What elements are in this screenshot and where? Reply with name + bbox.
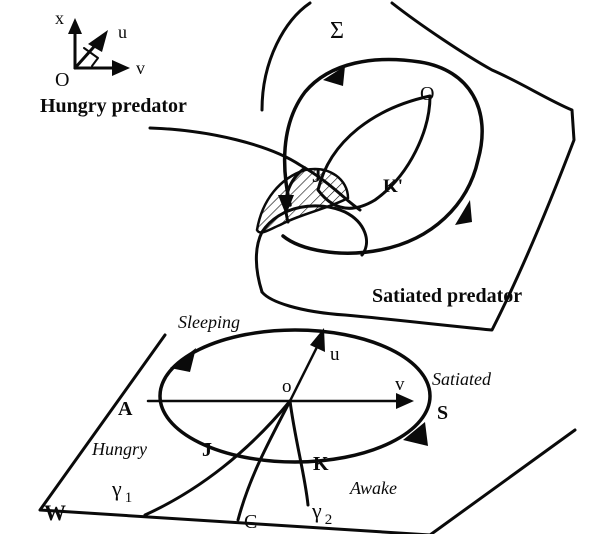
sigma-label: Σ <box>330 18 344 44</box>
surface-inner-leaf-cycle <box>316 94 432 210</box>
surface-arrow-left <box>278 195 294 215</box>
axes-indicator <box>68 18 130 76</box>
lower-plane-outline <box>38 333 577 534</box>
sleeping-label: Sleeping <box>178 312 240 332</box>
satiated-predator-label: Satiated predator <box>372 285 522 307</box>
satiated-label: Satiated <box>432 369 492 389</box>
gamma2-curve <box>288 399 310 507</box>
c-curve <box>236 399 292 522</box>
c-label: C <box>244 511 257 533</box>
a-label: A <box>118 398 133 420</box>
s-label: S <box>437 402 448 424</box>
gamma1-subscript: 1 <box>125 490 133 506</box>
awake-label: Awake <box>349 478 397 498</box>
surface-arrow-top <box>323 66 345 86</box>
surface-outline <box>260 1 576 332</box>
ellipse-arrow-right <box>403 422 428 446</box>
axis-v-label: v <box>136 58 145 78</box>
j-prime-label: J' <box>312 166 327 187</box>
gamma1-curve <box>143 399 292 517</box>
j-label: J <box>202 439 212 461</box>
gamma1-symbol: γ <box>111 476 122 501</box>
surface-arrow-right <box>455 200 472 225</box>
axes-corner-mark <box>83 47 99 67</box>
fold-hatched-region <box>255 167 350 234</box>
plane-v-label: v <box>395 374 405 395</box>
v-axis-arrowhead <box>112 60 130 76</box>
k-label: K <box>313 453 329 475</box>
x-axis-arrowhead <box>68 18 82 34</box>
gamma2-subscript: 2 <box>325 512 333 528</box>
gamma2-symbol: γ <box>311 498 322 523</box>
hungry-predator-label: Hungry predator <box>40 95 187 117</box>
axis-x-label: x <box>55 8 64 28</box>
k-prime-label: K' <box>383 176 403 197</box>
plane-u-label: u <box>330 344 340 365</box>
u-axis-plane-arrowhead <box>310 328 325 352</box>
axis-origin-label: O <box>55 69 69 91</box>
surface-big-cycle <box>281 57 484 255</box>
hungry-predator-flow <box>148 126 362 212</box>
surface-spiral <box>284 166 307 224</box>
u-axis-plane-line <box>288 343 320 403</box>
u-axis-arrowhead <box>88 30 108 52</box>
hungry-label: Hungry <box>91 439 147 459</box>
ellipse-arrow-left <box>170 348 196 372</box>
lower-ellipse-cycle <box>158 328 432 464</box>
w-label: W <box>44 500 66 525</box>
axis-u-label: u <box>118 22 127 42</box>
plane-o-label: o <box>282 376 292 397</box>
surface-o-label: O <box>420 83 434 105</box>
v-axis-plane-arrowhead <box>396 393 414 409</box>
